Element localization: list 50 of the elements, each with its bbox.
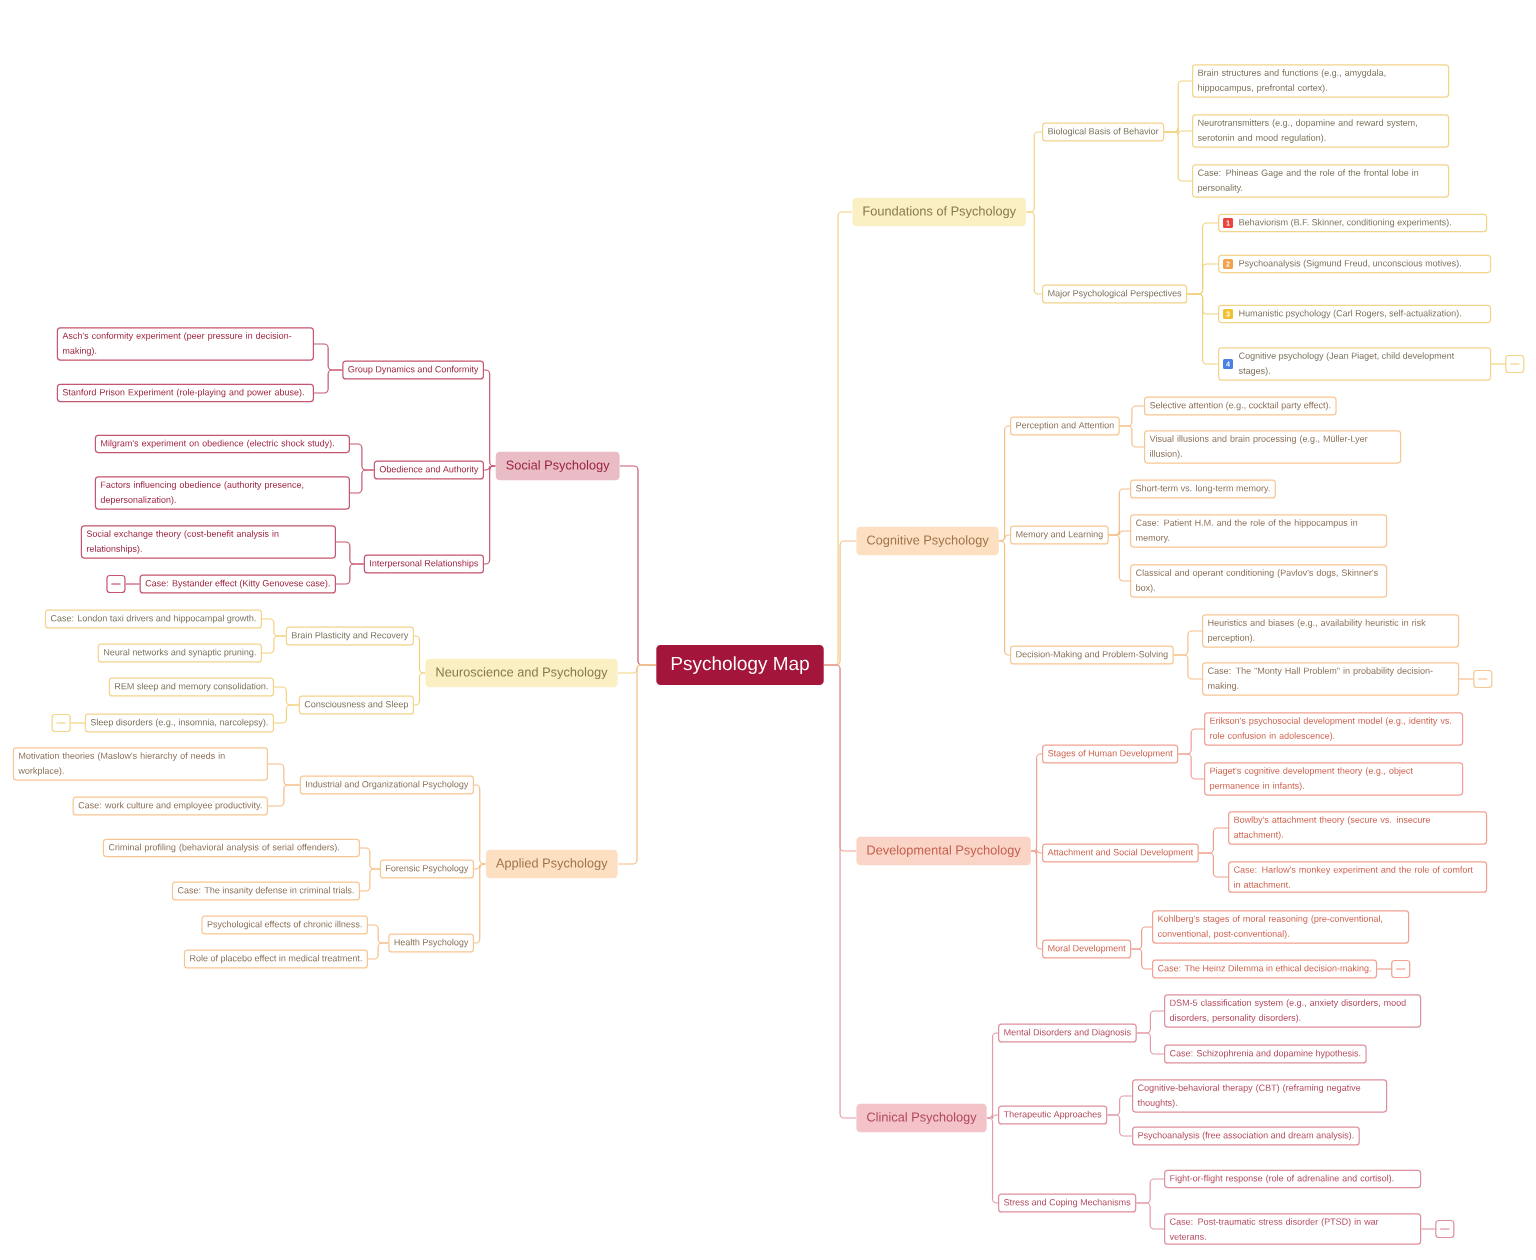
- collapse-button: [1473, 669, 1493, 689]
- branch-line: [1025, 211, 1043, 295]
- branch-line: [1025, 131, 1043, 213]
- branch-line: [313, 369, 343, 394]
- branch-line: [273, 704, 300, 724]
- branch-line: [986, 1117, 999, 1204]
- branch-line: [1458, 678, 1474, 680]
- branch-line: [261, 635, 287, 654]
- branch-line: [1030, 850, 1043, 950]
- branch-line: [986, 1113, 999, 1120]
- branch-line: [70, 722, 86, 724]
- branch-line: [823, 664, 857, 1119]
- branch-line: [473, 863, 487, 944]
- branch-line: [998, 534, 1011, 542]
- branch-line: [1030, 753, 1043, 852]
- branch-line: [986, 1032, 999, 1119]
- collapse-button: [1391, 959, 1411, 979]
- branch-line: [1177, 753, 1205, 780]
- collapse-button: [1505, 354, 1525, 374]
- branch-line: [998, 425, 1011, 542]
- branch-line: [483, 465, 496, 565]
- branch-line: [473, 784, 487, 865]
- branch-line: [1173, 654, 1203, 680]
- branch-line: [483, 465, 496, 471]
- branch-line: [1420, 1228, 1436, 1230]
- branch-line: [413, 672, 426, 706]
- branch-line: [1135, 1202, 1165, 1230]
- branch-line: [1106, 1114, 1133, 1137]
- branch-line: [1119, 425, 1145, 448]
- branch-line: [359, 868, 381, 892]
- collapse-button: [51, 713, 71, 733]
- branch-line: [1376, 968, 1392, 970]
- branch-line: [1030, 848, 1043, 856]
- branch-line: [1186, 293, 1219, 365]
- branch-line: [483, 369, 496, 467]
- branch-line: [1130, 948, 1153, 970]
- collapse-button: [1435, 1219, 1455, 1239]
- branch-line: [349, 469, 375, 494]
- branch-line: [413, 635, 426, 674]
- branch-line: [1490, 363, 1506, 365]
- branch-line: [1136, 1032, 1165, 1055]
- branch-line: [367, 942, 389, 960]
- branch-line: [267, 784, 301, 807]
- collapse-button: [106, 574, 126, 594]
- branch-line: [1198, 852, 1229, 878]
- branch-line: [124, 583, 141, 585]
- branch-line: [335, 563, 365, 585]
- central-topic-box: Psychology Map: [656, 645, 824, 685]
- branch-line: [998, 540, 1011, 656]
- branch-line: [1163, 131, 1193, 182]
